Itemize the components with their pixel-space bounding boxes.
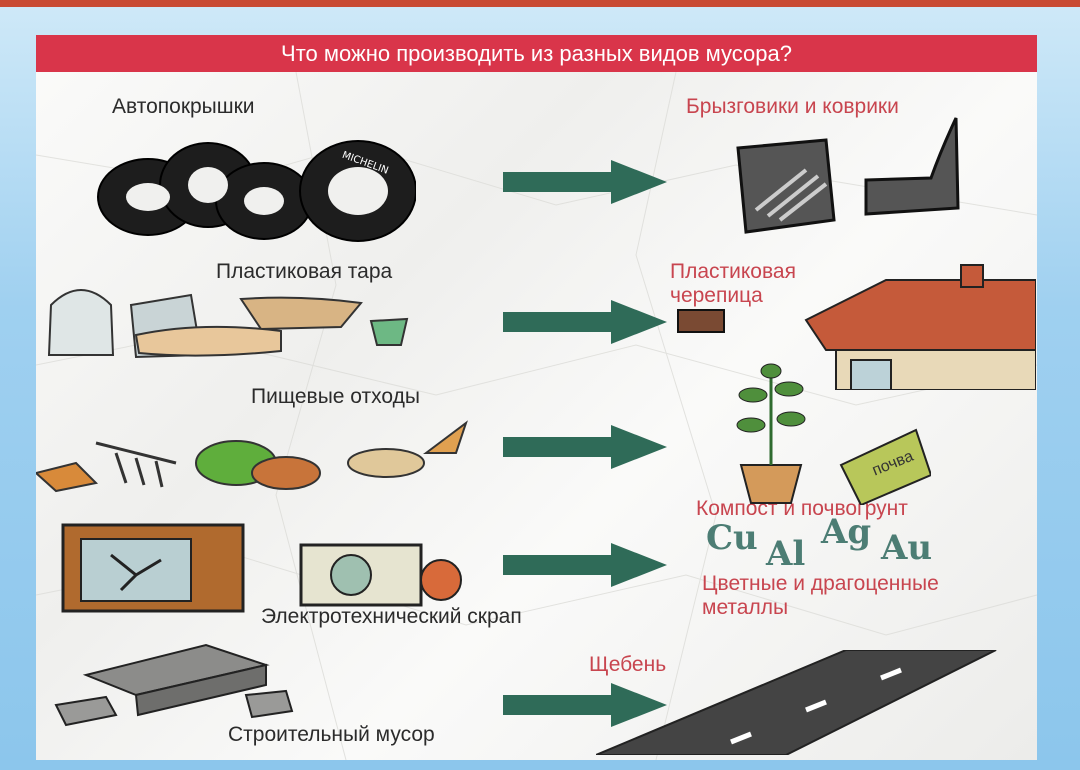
arrow-plastic (503, 300, 667, 344)
tiled-house-illustration (677, 264, 1036, 390)
arrow-tires (503, 160, 667, 204)
symbol-al: Al (766, 534, 806, 574)
metal-symbols: Cu Al Ag Au (706, 512, 986, 578)
arrow-construction (503, 683, 667, 727)
top-accent-bar (0, 0, 1080, 7)
symbol-cu: Cu (706, 518, 758, 558)
food-waste-illustration (36, 420, 468, 493)
infographic-sheet: Что можно производить из разных видов му… (36, 35, 1037, 760)
label-metals-line1: Цветные и драгоценные (702, 572, 939, 595)
label-plastic-tiles-line1: Пластиковая (670, 260, 796, 283)
symbol-au: Au (881, 528, 933, 568)
label-plastic-containers: Пластиковая тара (216, 260, 393, 283)
mats-illustration (736, 117, 960, 234)
road-illustration (596, 650, 997, 755)
compost-plant-illustration: почва (736, 363, 931, 505)
label-metals: Цветные и драгоценные металлы (702, 572, 939, 620)
label-tires: Автопокрышки (112, 95, 255, 118)
construction-waste-illustration (54, 643, 294, 727)
label-compost-soil: Компост и почвогрунт (696, 497, 908, 520)
label-plastic-tiles: Пластиковая черепица (670, 260, 796, 308)
label-metals-line2: металлы (702, 596, 789, 619)
label-mudguards-mats: Брызговики и коврики (686, 95, 899, 118)
label-crushed-stone: Щебень (589, 653, 667, 676)
label-construction-waste: Строительный мусор (228, 723, 435, 746)
arrow-electrical (503, 543, 667, 587)
plastic-containers-illustration (47, 289, 409, 359)
tires-illustration: MICHELIN (97, 140, 416, 242)
label-food-waste: Пищевые отходы (251, 385, 420, 408)
arrow-food (503, 425, 667, 469)
page-title: Что можно производить из разных видов му… (36, 35, 1037, 72)
label-plastic-tiles-line2: черепица (670, 284, 763, 307)
symbol-ag: Ag (821, 512, 872, 552)
label-electrical-scrap: Электротехнический скрап (261, 605, 522, 628)
electrical-scrap-illustration (61, 523, 462, 613)
